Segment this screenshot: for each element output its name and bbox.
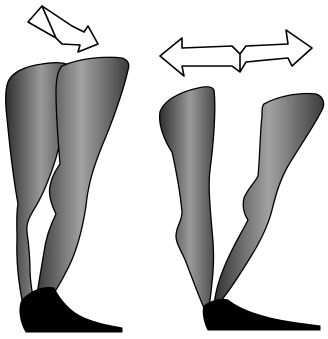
leg-apart-left (160, 87, 215, 310)
panel-after (160, 30, 324, 330)
foot-right (203, 299, 320, 330)
panel-before (6, 6, 129, 332)
double-headed-arrow-icon (160, 30, 312, 76)
foot-left (20, 288, 122, 333)
leg-apart-right (214, 93, 324, 310)
curved-arrow-icon (28, 6, 98, 52)
